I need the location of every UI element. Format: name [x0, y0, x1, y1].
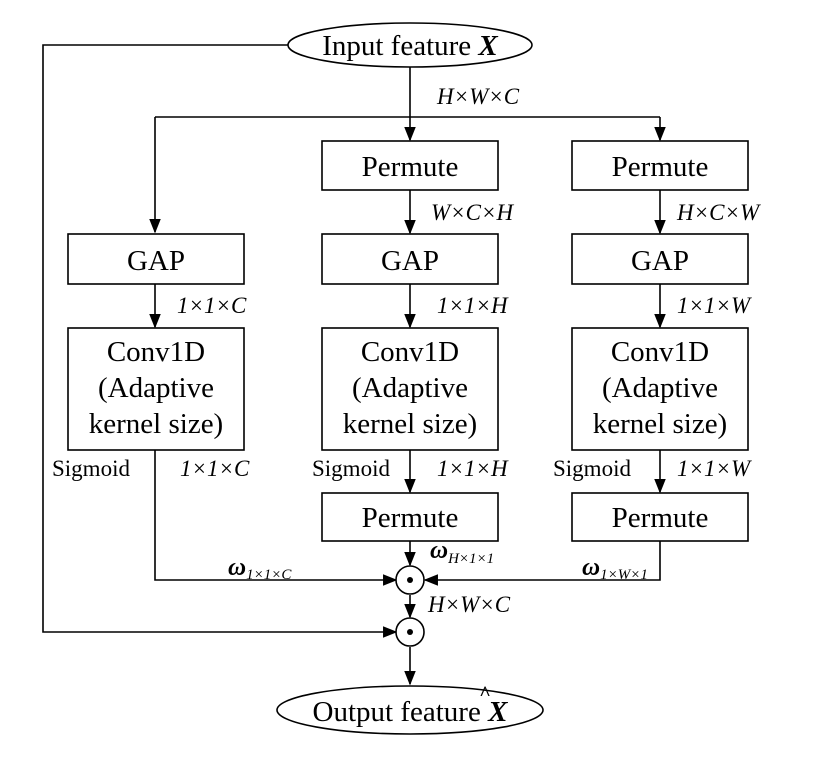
arrow-residual [42, 44, 398, 638]
arrow-weight-left [154, 450, 398, 586]
gap-label-left: GAP [127, 245, 185, 277]
conv-box-right [571, 327, 749, 451]
dim-label-hcw: H×C×W [676, 200, 761, 225]
gap-label-mid: GAP [381, 245, 439, 277]
conv-right-line2: (Adaptive [602, 372, 718, 404]
permute-label-mid-top: Permute [362, 151, 459, 183]
weight-label-right: ω1×W×1 [582, 554, 648, 583]
permute-box-mid-top [321, 140, 499, 191]
conv-box-mid [321, 327, 499, 451]
weight-label-mid: ωH×1×1 [430, 537, 494, 567]
output-ellipse [276, 685, 544, 735]
dim-label-11h-2: 1×1×H [437, 456, 509, 481]
input-ellipse [287, 22, 533, 68]
conv-right-line3: kernel size) [593, 408, 727, 440]
conv-left-line3: kernel size) [89, 408, 223, 440]
permute-label-right-bot: Permute [612, 502, 709, 534]
conv-mid-line2: (Adaptive [352, 372, 468, 404]
dim-label-hwc-top: H×W×C [436, 84, 520, 109]
sigmoid-label-right: Sigmoid [553, 456, 631, 481]
conv-mid-line1: Conv1D [361, 336, 459, 368]
permute-label-right-top: Permute [612, 151, 709, 183]
multiply-dot-2 [407, 629, 413, 635]
conv-box-left [67, 327, 245, 451]
gap-box-left [67, 233, 245, 285]
sigmoid-label-mid: Sigmoid [312, 456, 390, 481]
dim-label-11c: 1×1×C [177, 293, 247, 318]
dim-label-11w-2: 1×1×W [677, 456, 752, 481]
conv-right-line1: Conv1D [611, 336, 709, 368]
multiply-dot-1 [407, 577, 413, 583]
dim-label-wch: W×C×H [431, 200, 515, 225]
permute-box-right-bot [571, 492, 749, 542]
permute-box-mid-bot [321, 492, 499, 542]
dim-label-11h: 1×1×H [437, 293, 509, 318]
gap-label-right: GAP [631, 245, 689, 277]
conv-mid-line3: kernel size) [343, 408, 477, 440]
conv-left-line1: Conv1D [107, 336, 205, 368]
gap-box-mid [321, 233, 499, 285]
conv-left-line2: (Adaptive [98, 372, 214, 404]
dim-label-hwc-bottom: H×W×C [427, 592, 511, 617]
permute-box-right-top [571, 140, 749, 191]
dim-label-11w: 1×1×W [677, 293, 752, 318]
dim-label-11c-2: 1×1×C [180, 456, 250, 481]
sigmoid-label-left: Sigmoid [52, 456, 130, 481]
output-hat: ^ [479, 683, 491, 705]
output-label: Output feature X [313, 696, 509, 728]
input-label: Input feature X [322, 30, 498, 62]
permute-label-mid-bot: Permute [362, 502, 459, 534]
weight-label-left: ω1×1×C [228, 554, 292, 583]
arrow-weight-right [423, 541, 661, 586]
gap-box-right [571, 233, 749, 285]
